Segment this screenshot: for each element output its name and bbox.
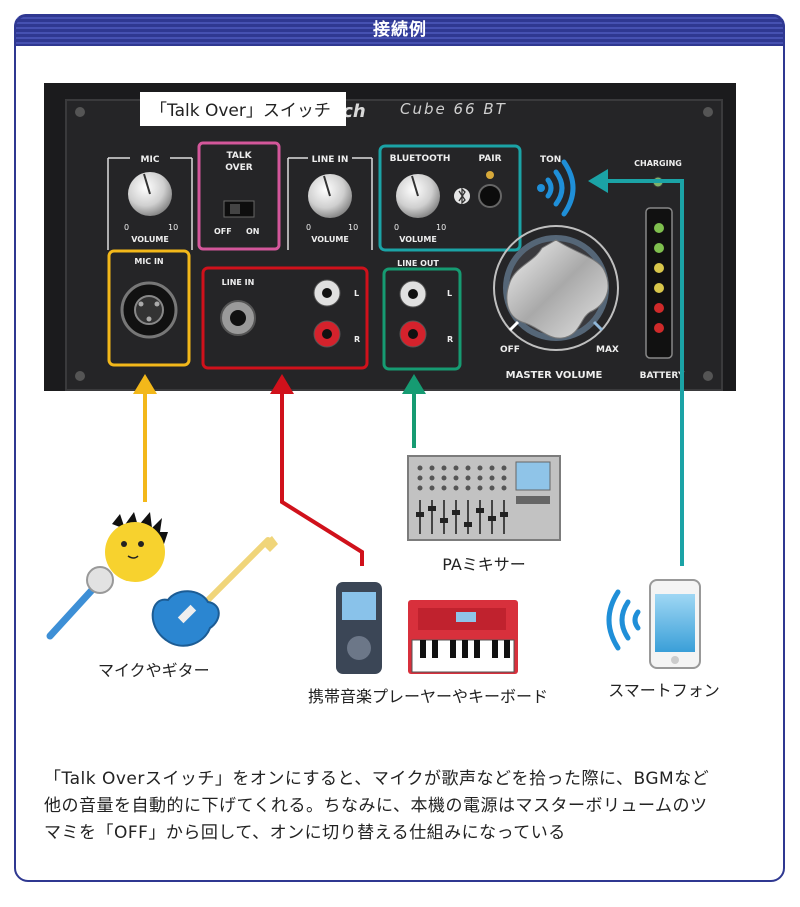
pa-mixer-label: PAミキサー [442,555,526,574]
smartphone-icon [649,579,701,669]
line-in-jacks-section: LINE IN L R [201,266,369,370]
singer-illustration [105,512,168,582]
line-out-l-label: L [447,289,452,298]
talk-over-title-1: TALK [226,151,252,161]
player-keyboard-label: 携帯音楽プレーヤーやキーボード [308,687,548,706]
wireless-signal-icon [537,159,576,217]
pa-mixer-icon [407,455,561,541]
mic-volume-label: VOLUME [131,235,169,244]
line-in-volume-section: LINE IN 0 10 VOLUME [287,155,373,250]
bluetooth-max-label: 10 [436,223,446,232]
bluetooth-section: BLUETOOTH PAIR 0 10 VOLUME [378,144,522,252]
line-out-r-label: R [447,335,453,344]
line-in-min-label: 0 [306,223,311,232]
line-in-r-label: R [354,335,360,344]
talk-over-off-label: OFF [214,227,232,236]
mic-volume-section: MIC 0 10 VOLUME [107,155,193,250]
smartphone-label: スマートフォン [608,681,720,700]
line-in-l-label: L [354,289,359,298]
phone-wireless-icon [606,589,641,651]
arrow-bluetooth [588,169,684,566]
model-name: Cube 66 BT [400,100,507,118]
mic-guitar-label: マイクやギター [98,661,210,680]
line-in-max-label: 10 [348,223,358,232]
pair-button[interactable] [478,184,502,208]
talk-over-on-label: ON [246,227,260,236]
bluetooth-icon [454,187,470,205]
talk-over-title-2: OVER [225,163,253,173]
line-out-title: LINE OUT [397,259,439,268]
charging-label: CHARGING [634,159,682,168]
microphone-icon [46,566,114,640]
battery-indicator: BATTERY [640,207,685,381]
master-volume-title: MASTER VOLUME [506,370,603,381]
content-frame [14,14,785,882]
line-in-jacks-title: LINE IN [222,278,255,287]
header-bar [14,14,785,46]
keyboard-icon [408,600,518,674]
line-in-volume-label: VOLUME [311,235,349,244]
battery-label: BATTERY [640,371,685,381]
arrow-mic [133,374,157,502]
tone-label: TON [540,155,561,165]
master-volume-knob[interactable] [506,239,609,339]
header-title: 接続例 [373,20,427,40]
line-in-knob-title: LINE IN [312,155,349,165]
guitar-icon [151,536,278,647]
mic-input-section: MIC IN [107,249,191,367]
talk-over-callout-box [140,92,346,126]
arrow-line-in [270,374,364,566]
line-out-section: LINE OUT L R [382,259,462,371]
speaker-panel: ech Cube 66 BT [44,83,736,391]
tone-section: TON [537,155,576,217]
talk-over-callout: 「Talk Over」スイッチ [150,101,331,121]
caption-line-1: 「Talk Overスイッチ」をオンにすると、マイクが歌声などを拾った際に、BG… [44,769,710,789]
mic-section-title: MIC [141,155,160,165]
mic-in-label: MIC IN [134,257,163,266]
caption-line-3: マミを「OFF」から回して、オンに切り替える仕組みになっている [44,823,566,843]
master-volume-section: OFF MAX MASTER VOLUME [493,225,619,381]
mic-max-label: 10 [168,223,178,232]
caption: 「Talk Overスイッチ」をオンにすると、マイクが歌声などを拾った際に、BG… [44,766,764,847]
caption-line-2: 他の音量を自動的に下げてくれる。ちなみに、本機の電源はマスターボリュームのツ [44,796,708,816]
master-off-label: OFF [500,345,520,355]
mic-min-label: 0 [124,223,129,232]
talk-over-section: TALK OVER OFF ON [197,141,281,251]
pair-label: PAIR [478,154,501,164]
arrow-line-out [402,374,426,448]
bluetooth-volume-label: VOLUME [399,235,437,244]
music-player-icon [336,582,382,674]
bluetooth-min-label: 0 [394,223,399,232]
master-max-label: MAX [596,345,619,355]
bluetooth-title: BLUETOOTH [390,154,451,164]
